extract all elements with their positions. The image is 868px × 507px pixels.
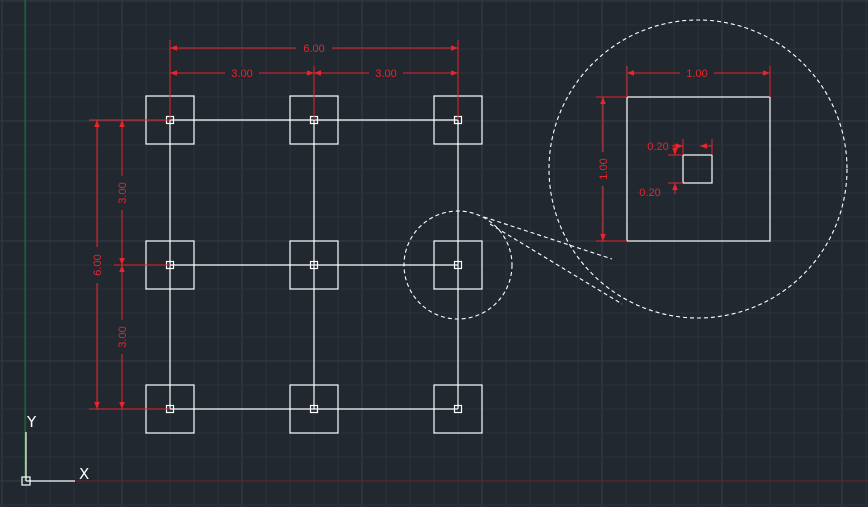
dim-span-top-label: 3.00 bbox=[117, 182, 129, 203]
callout-leader-top bbox=[483, 216, 613, 260]
dim-footing-size-label: 1.00 bbox=[686, 68, 707, 80]
dim-span-left-label: 3.00 bbox=[231, 68, 252, 80]
dim-footing-height-label: 1.00 bbox=[598, 158, 610, 179]
ucs-y-label: Y bbox=[26, 413, 37, 431]
column[interactable] bbox=[309, 404, 319, 414]
callout-small-circle bbox=[403, 210, 513, 320]
dim-column-height-label: 0.20 bbox=[639, 187, 660, 199]
dim-span-bottom-label: 3.00 bbox=[117, 326, 129, 347]
detail-callout[interactable] bbox=[403, 19, 848, 320]
beam-lines bbox=[169, 119, 459, 410]
footing[interactable] bbox=[433, 384, 483, 434]
dim-column-width-label: 0.20 bbox=[647, 141, 668, 153]
detail-view[interactable] bbox=[626, 96, 771, 242]
column[interactable] bbox=[453, 260, 463, 270]
detail-footing bbox=[626, 96, 771, 242]
footing[interactable] bbox=[433, 240, 483, 290]
dim-overall-height-label: 6.00 bbox=[92, 254, 104, 275]
column[interactable] bbox=[453, 404, 463, 414]
footing[interactable] bbox=[289, 240, 339, 290]
callout-large-circle bbox=[548, 19, 848, 319]
dim-span-right-label: 3.00 bbox=[375, 68, 396, 80]
detail-column bbox=[682, 154, 713, 184]
ucs-icon bbox=[21, 432, 75, 486]
dim-overall-width-label: 6.00 bbox=[303, 43, 324, 55]
callout-leader-bottom bbox=[489, 223, 623, 305]
column[interactable] bbox=[309, 260, 319, 270]
ucs-x-label: X bbox=[79, 465, 89, 483]
footing[interactable] bbox=[289, 384, 339, 434]
